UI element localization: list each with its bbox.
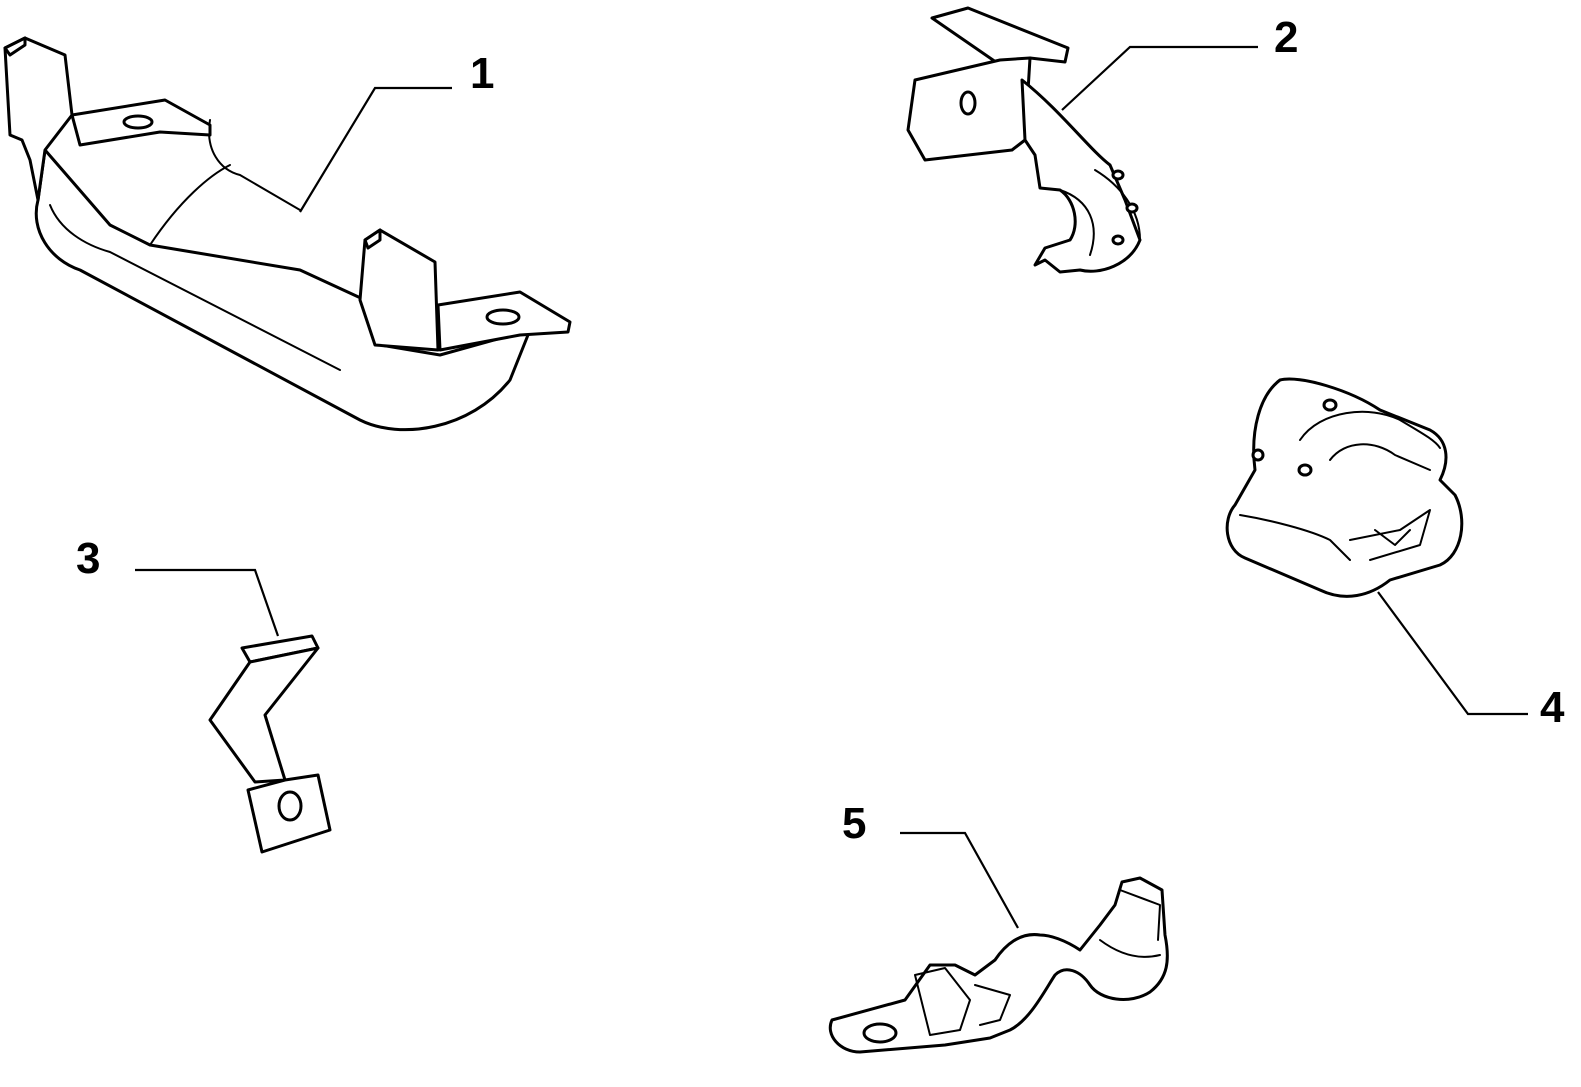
part-1-saddle-bracket	[3, 36, 572, 432]
callout-2: 2	[1274, 13, 1298, 62]
part-5-strap-clip	[828, 876, 1169, 1054]
callout-4: 4	[1540, 683, 1565, 732]
part-4-pipe-clip	[1225, 377, 1464, 598]
callout-1: 1	[470, 49, 494, 98]
leader-5	[900, 831, 1019, 929]
callout-labels: 1 2 3 4 5	[76, 13, 1565, 848]
leader-3	[135, 568, 280, 637]
leader-1	[299, 86, 452, 213]
part-2-clip-bracket	[906, 6, 1142, 274]
leader-2	[1061, 45, 1258, 111]
leader-lines	[135, 45, 1528, 929]
callout-3: 3	[76, 534, 100, 583]
callout-5: 5	[842, 799, 866, 848]
leader-4	[1377, 591, 1528, 716]
part-3-z-bracket	[208, 634, 332, 854]
